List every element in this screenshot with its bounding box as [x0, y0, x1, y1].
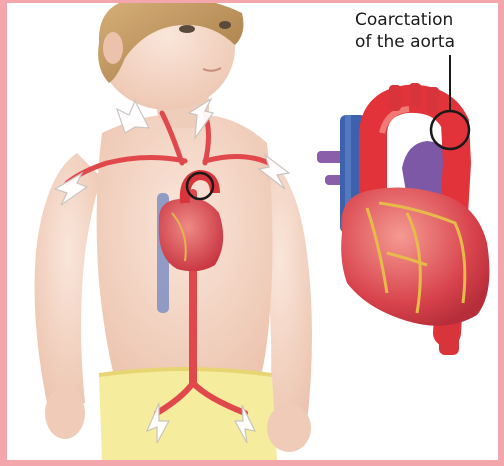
- eye: [219, 21, 231, 29]
- callout-line-2: of the aorta: [355, 31, 455, 53]
- child-figure: [35, 3, 312, 460]
- eye: [179, 25, 195, 33]
- child-heart: [159, 198, 223, 272]
- coarctation-illustration: [7, 3, 498, 460]
- detailed-heart: [317, 55, 489, 355]
- callout-line-1: Coarctation: [355, 9, 455, 31]
- coarctation-label: Coarctation of the aorta: [355, 9, 455, 53]
- diaper: [99, 369, 277, 460]
- right-hand: [267, 404, 311, 452]
- left-hand: [45, 387, 85, 439]
- ear: [103, 32, 123, 64]
